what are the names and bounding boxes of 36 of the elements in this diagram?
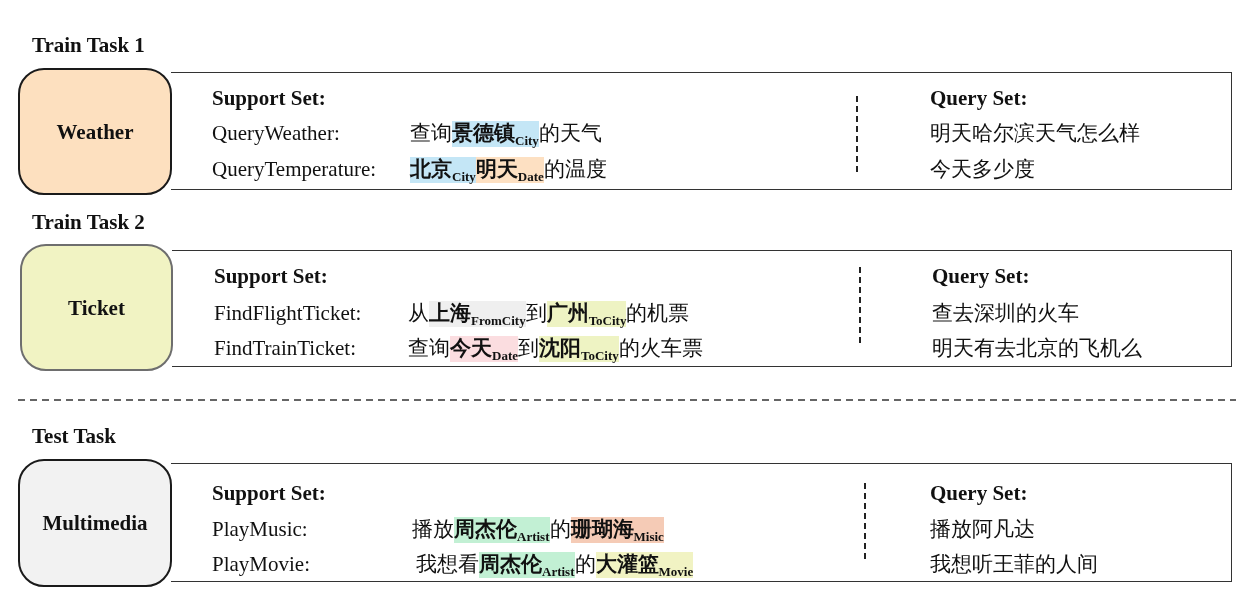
example-utterance: 我想看周杰伦$_{Artist}$的大灌篮$_{Movie}$: [416, 551, 694, 578]
query-utterance: 明天哈尔滨天气怎么样: [930, 120, 1140, 146]
query-set-heading: Query Set:: [930, 85, 1028, 111]
task-panel: [172, 250, 1232, 367]
example-utterance: 从上海$_{FromCity}$到广州$_{ToCity}$的机票: [408, 300, 690, 327]
task-heading: Train Task 1: [32, 32, 145, 58]
task-panel: [171, 463, 1232, 582]
task-heading: Train Task 2: [32, 209, 145, 235]
domain-label: Weather: [56, 118, 134, 145]
intent-name: FindFlightTicket:: [214, 300, 362, 326]
domain-box: [20, 244, 173, 371]
support-set-heading: Support Set:: [212, 480, 326, 506]
intent-name: FindTrainTicket:: [214, 335, 356, 361]
example-utterance: 查询今天$_{Date}$到沈阳$_{ToCity}$的火车票: [408, 335, 703, 362]
query-set-heading: Query Set:: [930, 480, 1028, 506]
intent-name: PlayMusic:: [212, 516, 308, 542]
intent-name: QueryWeather:: [212, 120, 340, 146]
example-utterance: 北京$_{City}$明天$_{Date}$的温度: [410, 156, 607, 183]
query-utterance: 我想听王菲的人间: [930, 551, 1098, 577]
support-set-heading: Support Set:: [214, 263, 328, 289]
support-set-heading: Support Set:: [212, 85, 326, 111]
domain-label: Ticket: [68, 294, 125, 321]
intent-name: QueryTemperature:: [212, 156, 377, 182]
domain-box: [18, 68, 172, 195]
example-utterance: 查询景德镇$_{City}$的天气: [410, 120, 602, 147]
example-utterance: 播放周杰伦$_{Artist}$的珊瑚海$_{Misic}$: [412, 516, 664, 543]
query-utterance: 明天有去北京的飞机么: [932, 335, 1142, 361]
task-heading: Test Task: [32, 423, 116, 449]
intent-name: PlayMovie:: [212, 551, 310, 577]
query-utterance: 查去深圳的火车: [932, 300, 1079, 326]
task-panel: [171, 72, 1232, 190]
domain-box: [18, 459, 172, 587]
domain-label: Multimedia: [42, 510, 148, 536]
query-set-heading: Query Set:: [932, 263, 1030, 289]
query-utterance: 播放阿凡达: [930, 516, 1035, 542]
query-utterance: 今天多少度: [930, 156, 1035, 182]
